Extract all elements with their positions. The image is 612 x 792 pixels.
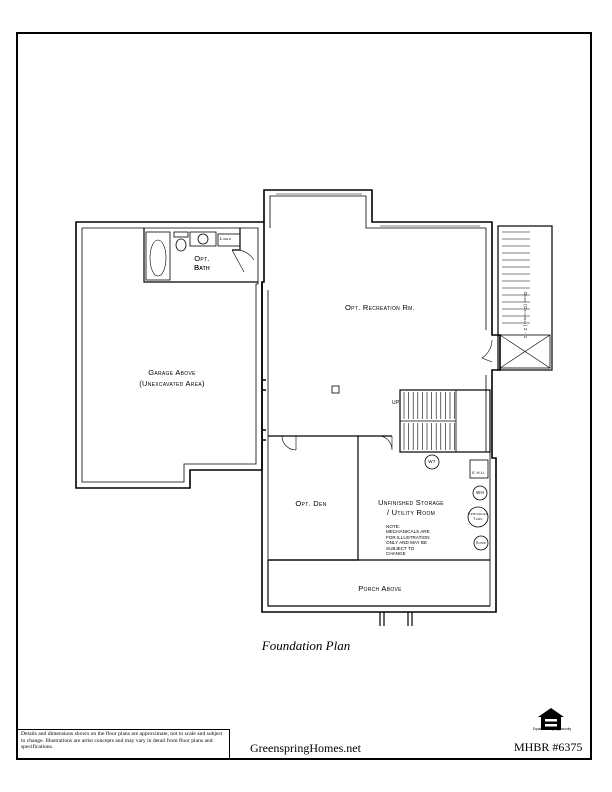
linen-closet xyxy=(217,233,241,247)
disclaimer-text: Details and dimensions shown on the floo… xyxy=(18,729,230,758)
linen-label: Linen xyxy=(220,236,232,241)
wt-circle xyxy=(424,454,440,470)
stair-divider xyxy=(400,390,457,452)
ehu-label: E.H.U. xyxy=(472,470,486,475)
toilet xyxy=(175,238,187,252)
den-door xyxy=(281,435,297,451)
sump-circle xyxy=(473,535,489,551)
ehu-box xyxy=(469,459,489,479)
note-line: Note: xyxy=(386,524,401,529)
page-border xyxy=(16,32,592,760)
deck xyxy=(497,225,553,371)
mechanical-note: Note: Mechanicals are for illustration o… xyxy=(386,524,430,556)
sprinkler-circle xyxy=(467,506,489,528)
sprinkler-sublabel: Tank xyxy=(473,517,483,521)
porch-label: Porch Above xyxy=(358,584,402,593)
sump-label: Sump xyxy=(475,540,487,545)
window-right xyxy=(380,221,480,227)
main-outer-wall xyxy=(261,189,501,613)
equal-housing-icon xyxy=(538,708,564,730)
deck-landing xyxy=(499,334,551,369)
porch-posts xyxy=(379,612,413,626)
toilet-tank xyxy=(173,231,189,238)
den-wall xyxy=(268,435,359,561)
plan-number: MHBR #6375 xyxy=(514,740,583,754)
main-inner-wall xyxy=(267,195,491,607)
wt-label: WT xyxy=(428,459,436,464)
note-line: for illustration xyxy=(386,534,430,540)
wh-label: WH xyxy=(475,490,485,495)
equal-housing-text: Equal Housing Opportunity xyxy=(532,727,572,731)
deck-label: Deck (Optional) 2 - 1 xyxy=(523,292,528,339)
bathtub xyxy=(145,231,171,281)
wh-circle xyxy=(472,485,488,501)
plan-title: Foundation Plan xyxy=(261,638,351,653)
note-line: Mechanicals are xyxy=(386,529,430,535)
garage-sublabel: (Unexcavated Area) xyxy=(139,379,205,388)
recreation-label: Opt. Recreation Rm. xyxy=(344,303,416,312)
storage-sublabel: / Utility Room xyxy=(386,508,436,517)
storage-wall xyxy=(268,435,490,561)
sprinkler-label: Sprinkler xyxy=(467,512,489,516)
center-marker xyxy=(331,385,340,394)
bath-label-2: Bath xyxy=(194,263,210,272)
note-line: only and may be xyxy=(386,540,428,546)
garage-inner-wall xyxy=(81,227,259,483)
tub-basin xyxy=(149,239,167,277)
deck-door xyxy=(481,339,493,363)
wall-stub xyxy=(262,379,266,441)
stair-up-label: UP xyxy=(392,400,400,406)
deck-x xyxy=(499,334,551,369)
storage-label: Unfinished Storage xyxy=(378,498,444,507)
note-line: change xyxy=(386,551,406,557)
bath-label: Opt. Bath xyxy=(194,254,210,272)
sink xyxy=(197,233,209,245)
window-top xyxy=(276,189,362,195)
vanity xyxy=(189,231,217,247)
note-line: subject to xyxy=(386,545,415,551)
garage-label: Garage Above xyxy=(148,368,196,377)
website-link[interactable]: GreenspringHomes.net xyxy=(250,741,361,755)
porch-wall xyxy=(267,560,490,607)
storage-door xyxy=(375,435,393,451)
bath-door-swing xyxy=(231,249,255,273)
den-label: Opt. Den xyxy=(295,499,327,508)
